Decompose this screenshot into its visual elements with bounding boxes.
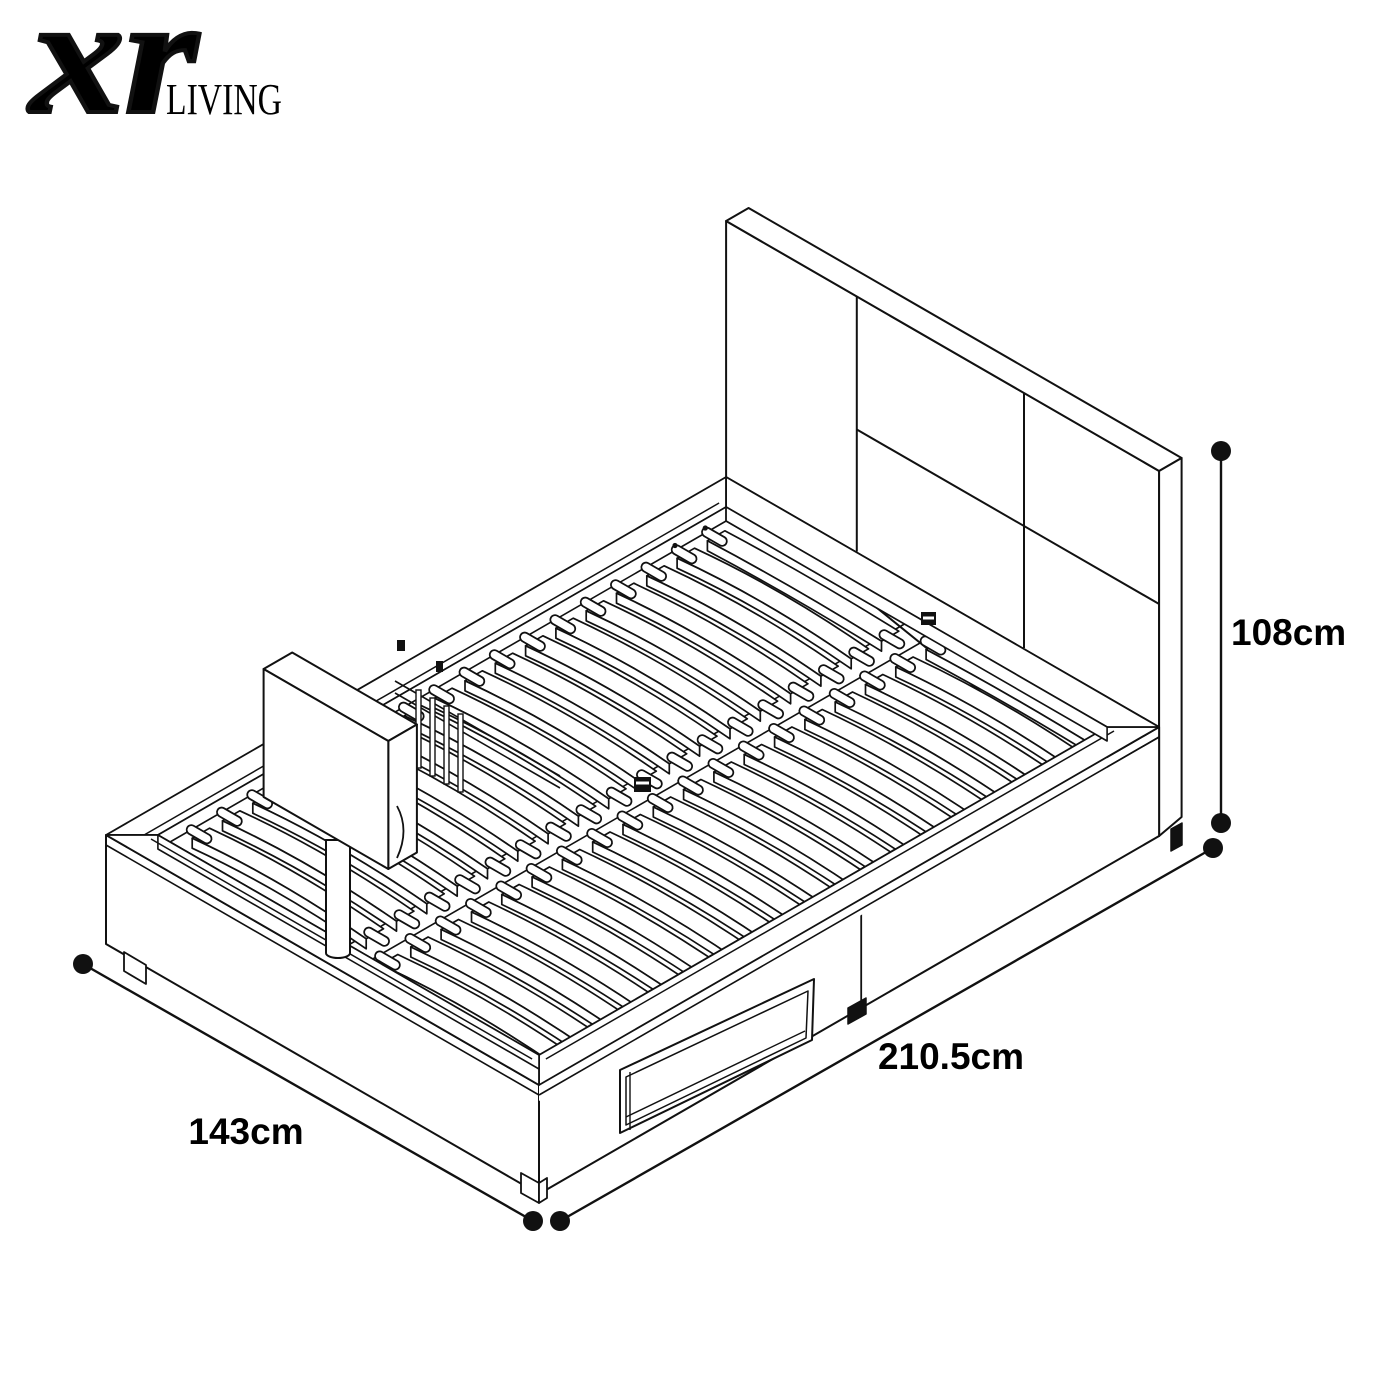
svg-text:210.5cm: 210.5cm bbox=[878, 1036, 1024, 1077]
svg-text:LIVING: LIVING bbox=[166, 75, 282, 124]
svg-text:143cm: 143cm bbox=[188, 1111, 303, 1152]
svg-text:108cm: 108cm bbox=[1231, 612, 1346, 653]
svg-text:xr: xr bbox=[27, 0, 200, 149]
